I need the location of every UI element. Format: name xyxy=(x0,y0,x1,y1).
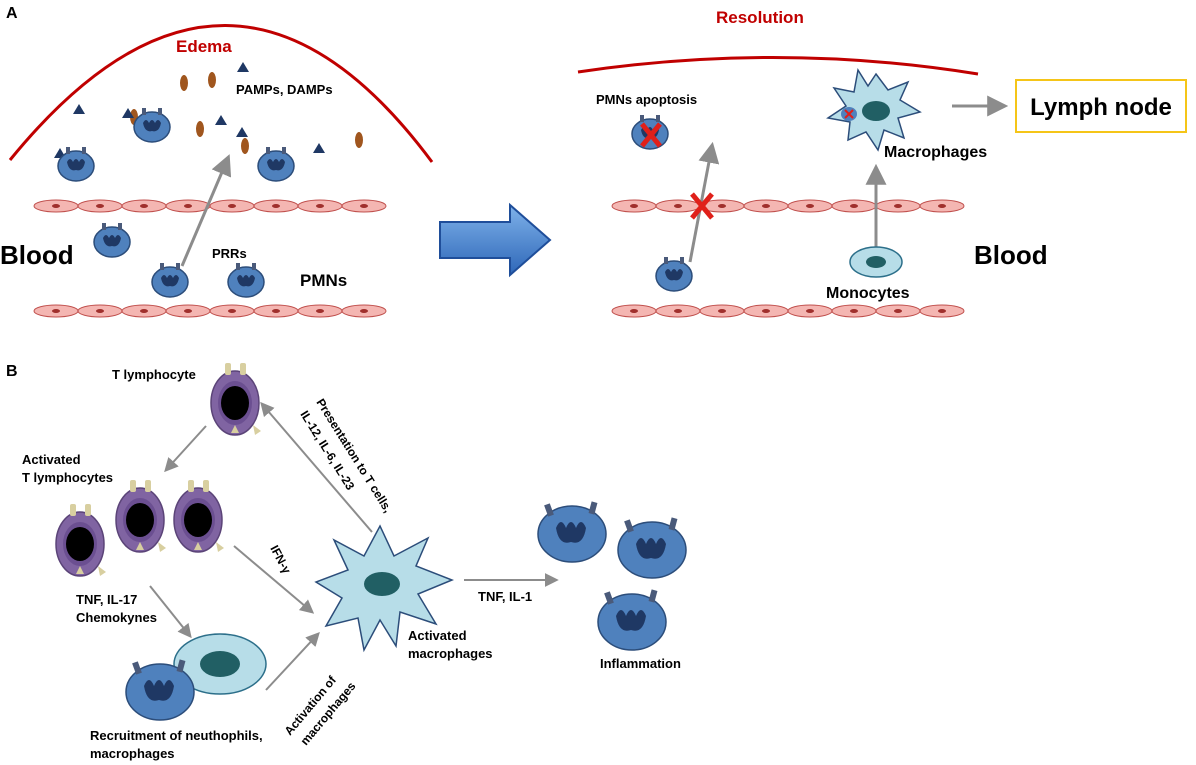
pmn-cell xyxy=(655,256,693,292)
recruitment-label-1: Recruitment of neuthophils, xyxy=(90,728,263,743)
activation-arrow xyxy=(164,425,207,473)
recruitment-label-2: macrophages xyxy=(90,746,175,761)
panel-b-letter: B xyxy=(6,363,18,380)
lymph-node-label: Lymph node xyxy=(1030,94,1172,121)
panel-a-letter: A xyxy=(6,5,18,22)
chemokynes-label: Chemokynes xyxy=(76,610,157,625)
edema-label: Edema xyxy=(176,37,232,56)
activation-of-mac-arrow xyxy=(265,631,320,691)
inflammation-label: Inflammation xyxy=(600,656,681,671)
presentation-arrow xyxy=(260,401,373,533)
activated-t-cell xyxy=(55,503,107,577)
endothelium-lower-right xyxy=(611,304,965,318)
activated-t-cell xyxy=(115,479,167,553)
endothelium-lower-left xyxy=(33,304,387,318)
pamps-label: PAMPs, DAMPs xyxy=(236,82,333,97)
t-lymphocyte-cell xyxy=(210,362,262,436)
resolution-curve xyxy=(577,55,979,76)
lymph-node-box xyxy=(1015,79,1187,133)
blood-left-label: Blood xyxy=(0,240,74,270)
pmn-cell xyxy=(93,222,131,258)
activated-t-label-1: Activated xyxy=(22,452,81,467)
blood-right-label: Blood xyxy=(974,240,1048,270)
t-lymphocyte-label: T lymphocyte xyxy=(112,367,196,382)
pmn-cell xyxy=(133,107,171,143)
migration-arrow xyxy=(180,154,232,267)
macrophage-nucleus xyxy=(862,101,890,121)
inflammation-neutrophil xyxy=(617,516,687,579)
pmn-cell xyxy=(227,262,265,298)
recruitment-arrow xyxy=(149,585,192,639)
apoptosis-label: PMNs apoptosis xyxy=(596,92,697,107)
macrophage-nucleus xyxy=(364,572,400,596)
transition-arrow xyxy=(439,202,552,278)
resolution-label: Resolution xyxy=(716,8,804,27)
ifn-label: IFN-γ xyxy=(267,543,294,576)
tnf-il17-label: TNF, IL-17 xyxy=(76,592,137,607)
activated-t-cell xyxy=(173,479,225,553)
edema-curve xyxy=(8,24,434,163)
endothelium-upper-right xyxy=(611,199,965,213)
activated-mac-label-1: Activated xyxy=(408,628,467,643)
inflammation-neutrophil xyxy=(537,500,607,563)
ifn-arrow xyxy=(233,545,315,614)
pmns-label: PMNs xyxy=(300,271,347,290)
macrophages-label: Macrophages xyxy=(884,144,987,161)
prrs-label: PRRs xyxy=(212,246,247,261)
pmn-cell xyxy=(257,146,295,182)
pamp-particles xyxy=(54,62,363,158)
monocytes-label: Monocytes xyxy=(826,285,910,302)
blocked-x-icon xyxy=(690,192,714,220)
activated-mac-label-2: macrophages xyxy=(408,646,493,661)
inflammation-neutrophil xyxy=(597,588,667,651)
apoptosis-x-icon xyxy=(640,122,662,148)
activated-t-label-2: T lymphocytes xyxy=(22,470,113,485)
tnf-il1-label: TNF, IL-1 xyxy=(478,589,532,604)
pmn-cell xyxy=(151,262,189,298)
pmn-cell xyxy=(57,146,95,182)
